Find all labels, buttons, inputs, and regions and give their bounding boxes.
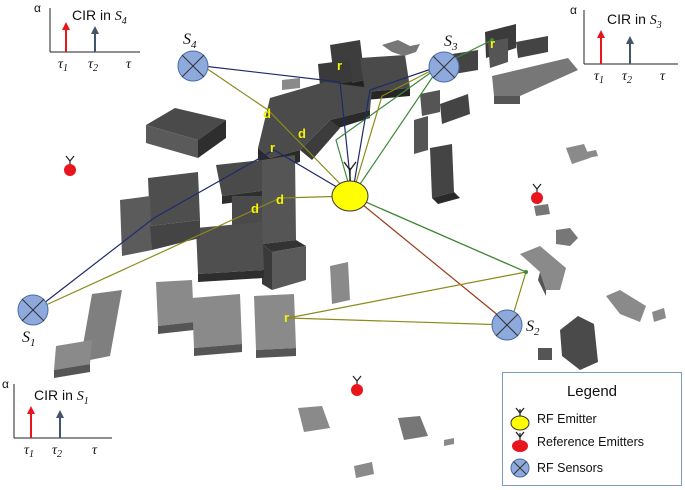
sensor-label-s2: S2 — [526, 318, 540, 338]
building — [196, 196, 264, 282]
building — [262, 155, 306, 290]
building — [414, 90, 470, 154]
link-s3-c — [351, 65, 441, 197]
reflection-label: r — [337, 58, 342, 73]
cir-plot-s1: α CIR in S1 τ1 τ2 τ — [2, 377, 112, 460]
sensor-label-s4: S4 — [183, 31, 197, 51]
tau2-label: τ2 — [52, 443, 62, 460]
building — [300, 120, 340, 160]
tau2-label: τ2 — [622, 69, 632, 86]
building — [520, 246, 566, 296]
building — [282, 78, 454, 478]
building — [556, 228, 578, 246]
path-labels: r r r r d d d d — [251, 36, 495, 325]
link-s2-reflect-b — [287, 317, 511, 326]
legend-item-rf-sensors: RF Sensors — [509, 457, 603, 479]
link-s2-green — [351, 195, 527, 273]
reflection-label: r — [284, 310, 289, 325]
building — [156, 280, 194, 334]
cir-y-label: α — [34, 1, 41, 15]
sensor-label-s3: S3 — [444, 33, 458, 53]
cir-y-label: α — [570, 3, 577, 17]
cir-x-label: τ — [126, 57, 132, 72]
legend-label: Reference Emitters — [537, 435, 644, 449]
reference-emitter — [351, 375, 363, 396]
link-s3-a — [335, 65, 441, 197]
cir-x-label: τ — [92, 443, 98, 458]
link-s2-brown — [351, 195, 511, 326]
reference-emitter — [531, 183, 543, 204]
tau2-arrow — [626, 36, 634, 44]
tau2-arrow — [91, 26, 99, 34]
tau1-label: τ1 — [24, 443, 34, 460]
rf-emitter — [331, 161, 369, 212]
cir-title: CIR in S4 — [72, 7, 127, 27]
reflection-label: r — [490, 36, 495, 51]
building — [254, 294, 296, 358]
sensor-crossed-circle-icon — [510, 458, 530, 478]
building — [606, 290, 666, 322]
reference-emitter — [64, 155, 76, 176]
building — [492, 58, 578, 104]
red-reference-emitter-icon — [512, 431, 528, 452]
sensor-label-s1: S1 — [22, 329, 36, 349]
link-s4-direct — [202, 65, 341, 83]
building — [54, 290, 122, 378]
diffraction-label: d — [298, 126, 306, 141]
link-s1-olive — [34, 195, 353, 311]
building — [360, 55, 410, 100]
building — [430, 144, 460, 204]
building — [534, 204, 550, 216]
building — [120, 172, 200, 256]
building — [192, 294, 242, 356]
legend-label: RF Sensors — [537, 461, 603, 475]
buildings — [54, 24, 666, 478]
diffraction-label: d — [263, 106, 271, 121]
tau1-label: τ1 — [58, 57, 68, 74]
rf-sensor-s4: S4 — [177, 31, 209, 82]
legend-title: Legend — [566, 383, 618, 400]
cir-title: CIR in S1 — [34, 387, 89, 407]
link-s3-b — [351, 65, 441, 197]
tau2-arrow — [56, 410, 64, 418]
cir-y-label: α — [2, 377, 9, 391]
legend-item-reference-emitters: Reference Emitters — [509, 431, 644, 453]
diffraction-label: d — [251, 201, 259, 216]
legend-label: RF Emitter — [537, 412, 597, 426]
cir-title: CIR in S3 — [607, 11, 662, 31]
cir-x-label: τ — [660, 69, 666, 84]
tau1-arrow — [597, 30, 605, 38]
reflection-label: r — [270, 140, 275, 155]
link-s1-navy — [34, 149, 353, 311]
building — [516, 36, 548, 58]
building — [485, 24, 516, 68]
cir-plot-s3: α CIR in S3 τ1 τ2 τ — [570, 3, 678, 86]
building — [538, 316, 598, 370]
building — [146, 108, 226, 158]
link-s2-reflect — [287, 271, 527, 319]
link-s4-diffract — [202, 65, 353, 197]
legend-item-rf-emitter: RF Emitter — [509, 407, 597, 431]
tau1-label: τ1 — [594, 69, 604, 86]
tau1-arrow — [27, 406, 35, 414]
building — [330, 262, 350, 304]
diffraction-label: d — [276, 192, 284, 207]
rf-sensor-s3: S3 — [428, 33, 460, 83]
rf-sensor-s1: S1 — [17, 294, 49, 349]
rf-sensor-s2: S2 — [491, 309, 540, 341]
building — [382, 40, 420, 56]
tau2-label: τ2 — [88, 57, 98, 74]
building — [566, 144, 598, 164]
yellow-emitter-icon — [510, 407, 530, 431]
cir-plot-s4: α CIR in S4 τ1 τ2 τ — [34, 1, 140, 74]
legend: Legend RF Emitter Reference Emitters RF … — [502, 372, 682, 486]
tau1-arrow — [62, 22, 70, 30]
